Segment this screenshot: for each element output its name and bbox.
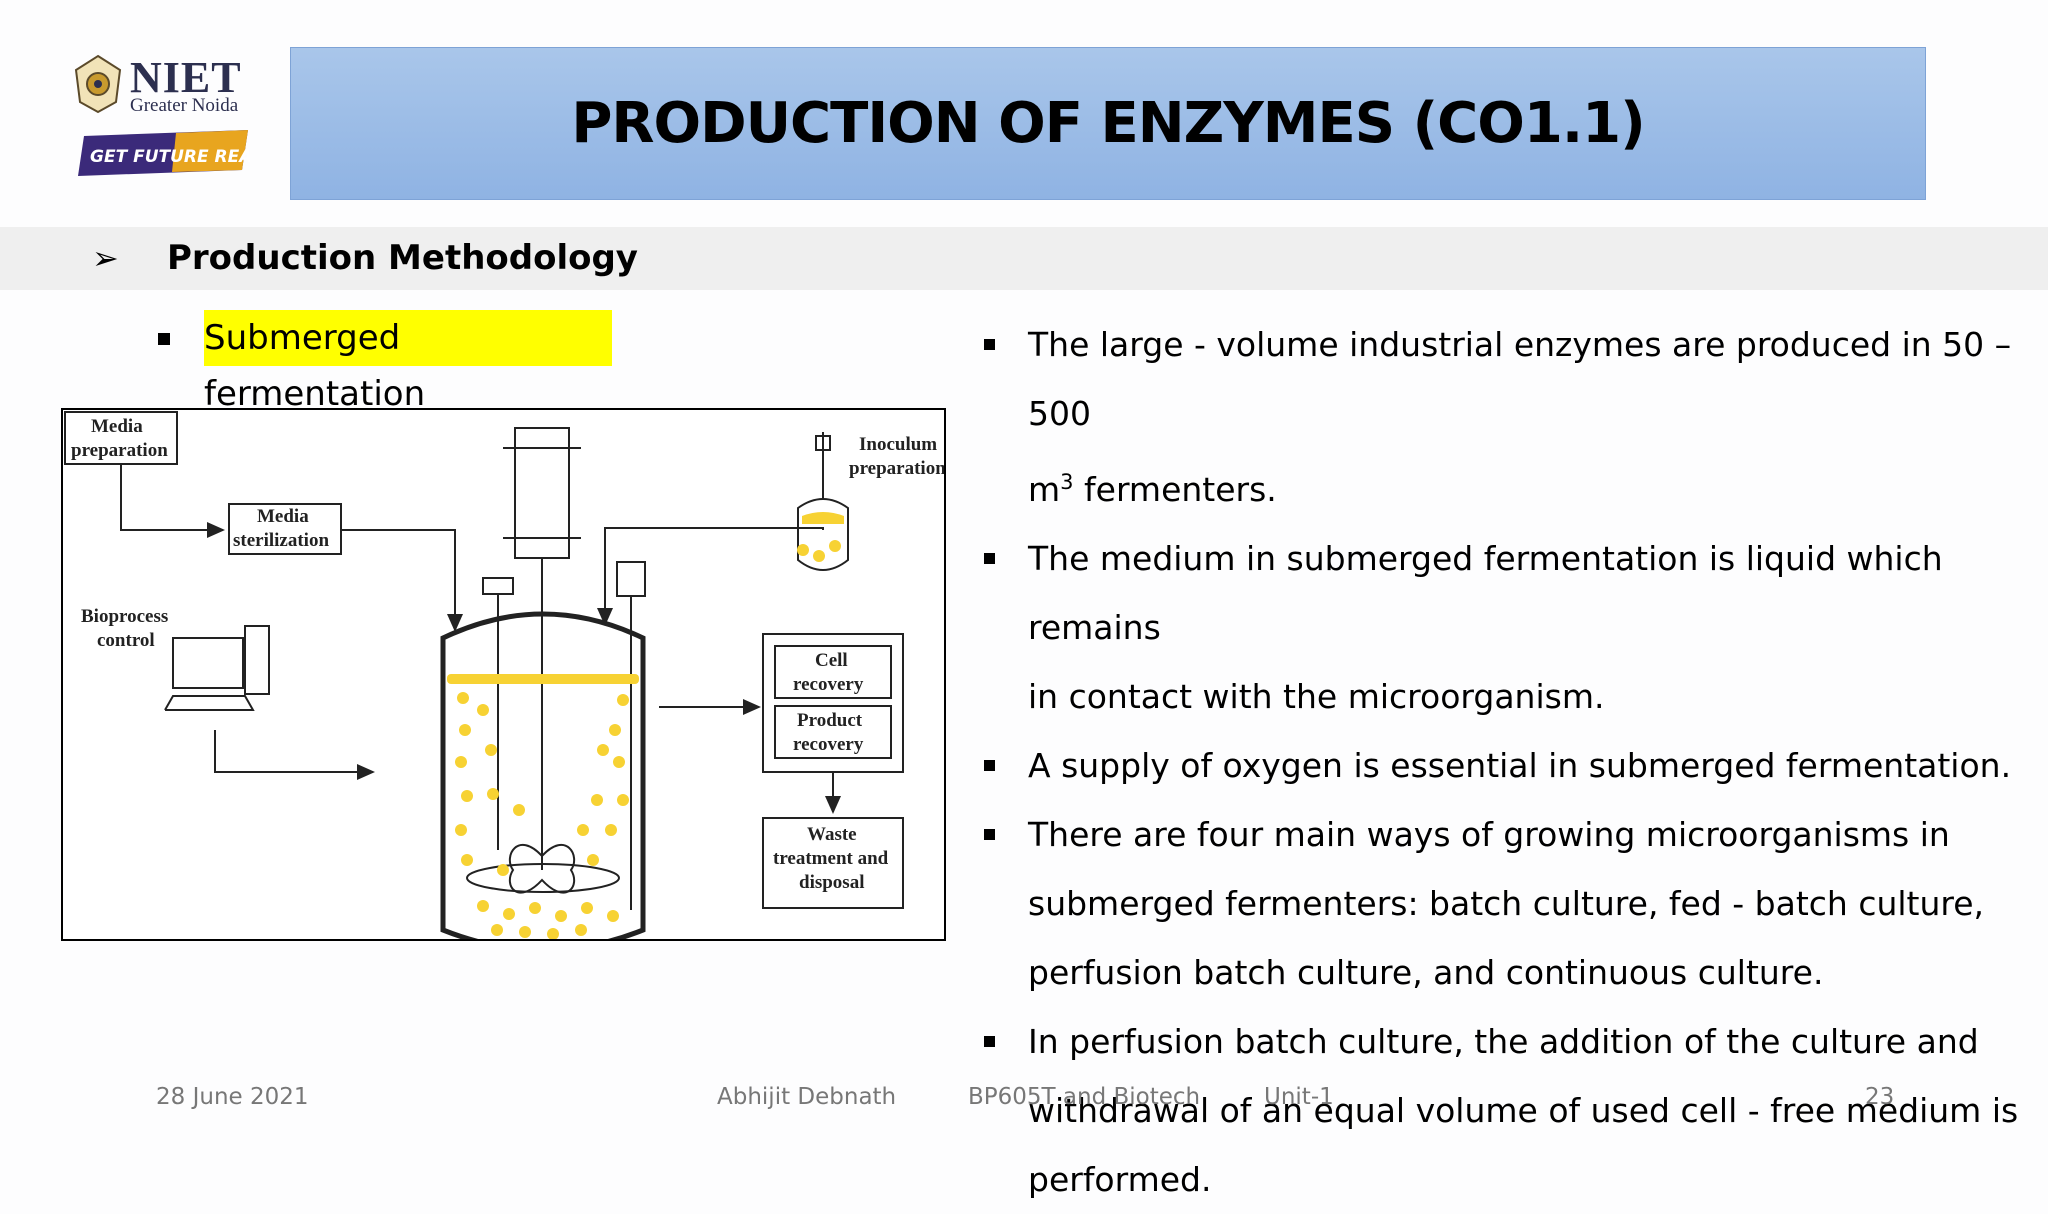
- logo-name: NIET: [130, 53, 242, 102]
- square-bullet-icon: [984, 829, 995, 840]
- bullet-list: The large - volume industrial enzymes ar…: [980, 310, 2040, 1214]
- title-banner: PRODUCTION OF ENZYMES (CO1.1): [290, 47, 1926, 200]
- svg-text:disposal: disposal: [799, 872, 864, 893]
- slide-title: PRODUCTION OF ENZYMES (CO1.1): [571, 91, 1645, 156]
- logo-location: Greater Noida: [130, 95, 239, 116]
- logo-tagline: GET FUTURE READY: [90, 147, 250, 167]
- bullet-item: The medium in submerged fermentation is …: [980, 524, 2040, 731]
- svg-text:preparation: preparation: [71, 440, 168, 461]
- footer-unit: Unit-1: [1264, 1084, 1334, 1110]
- svg-text:control: control: [97, 630, 155, 651]
- svg-text:recovery: recovery: [793, 674, 864, 695]
- get-future-ready-logo: GET FUTURE READY: [78, 130, 250, 176]
- crest-icon: [74, 54, 122, 114]
- bullet-item: There are four main ways of growing micr…: [980, 800, 2040, 1007]
- square-bullet-icon: [984, 1036, 995, 1047]
- fermentation-diagram: Media preparation Media sterilization In…: [61, 408, 946, 953]
- subheading-highlight: Submerged fermentation: [204, 310, 612, 414]
- bullet-item: In perfusion batch culture, the addition…: [980, 1007, 2040, 1214]
- square-bullet-icon: [984, 553, 995, 564]
- section-band: ➢ Production Methodology: [0, 227, 2048, 290]
- square-bullet-icon: [984, 339, 995, 350]
- svg-text:Product: Product: [797, 710, 863, 731]
- svg-text:Media: Media: [91, 416, 143, 437]
- institution-logo: NIET Greater Noida GET FUTURE READY: [70, 52, 250, 182]
- footer-date: 28 June 2021: [156, 1084, 309, 1110]
- section-heading: Production Methodology: [167, 238, 638, 278]
- square-bullet-icon: [984, 760, 995, 771]
- page-number: 23: [1865, 1084, 1895, 1110]
- bullet-item: A supply of oxygen is essential in subme…: [980, 731, 2040, 800]
- svg-text:Cell: Cell: [815, 650, 848, 671]
- square-bullet-icon: [158, 333, 170, 345]
- waste-treatment-box: [762, 817, 904, 909]
- footer-author: Abhijit Debnath: [717, 1084, 897, 1110]
- svg-text:Waste: Waste: [807, 824, 857, 845]
- svg-text:Bioprocess: Bioprocess: [81, 606, 168, 627]
- footer-course: BP605T and Biotech: [968, 1084, 1201, 1110]
- svg-text:recovery: recovery: [793, 734, 864, 755]
- svg-text:Media: Media: [257, 506, 309, 527]
- svg-text:treatment and: treatment and: [773, 848, 889, 869]
- svg-text:preparation: preparation: [849, 458, 944, 479]
- arrow-bullet-icon: ➢: [92, 239, 119, 277]
- bullet-item: The large - volume industrial enzymes ar…: [980, 310, 2040, 524]
- svg-text:Inoculum: Inoculum: [859, 434, 937, 455]
- svg-text:sterilization: sterilization: [233, 530, 329, 551]
